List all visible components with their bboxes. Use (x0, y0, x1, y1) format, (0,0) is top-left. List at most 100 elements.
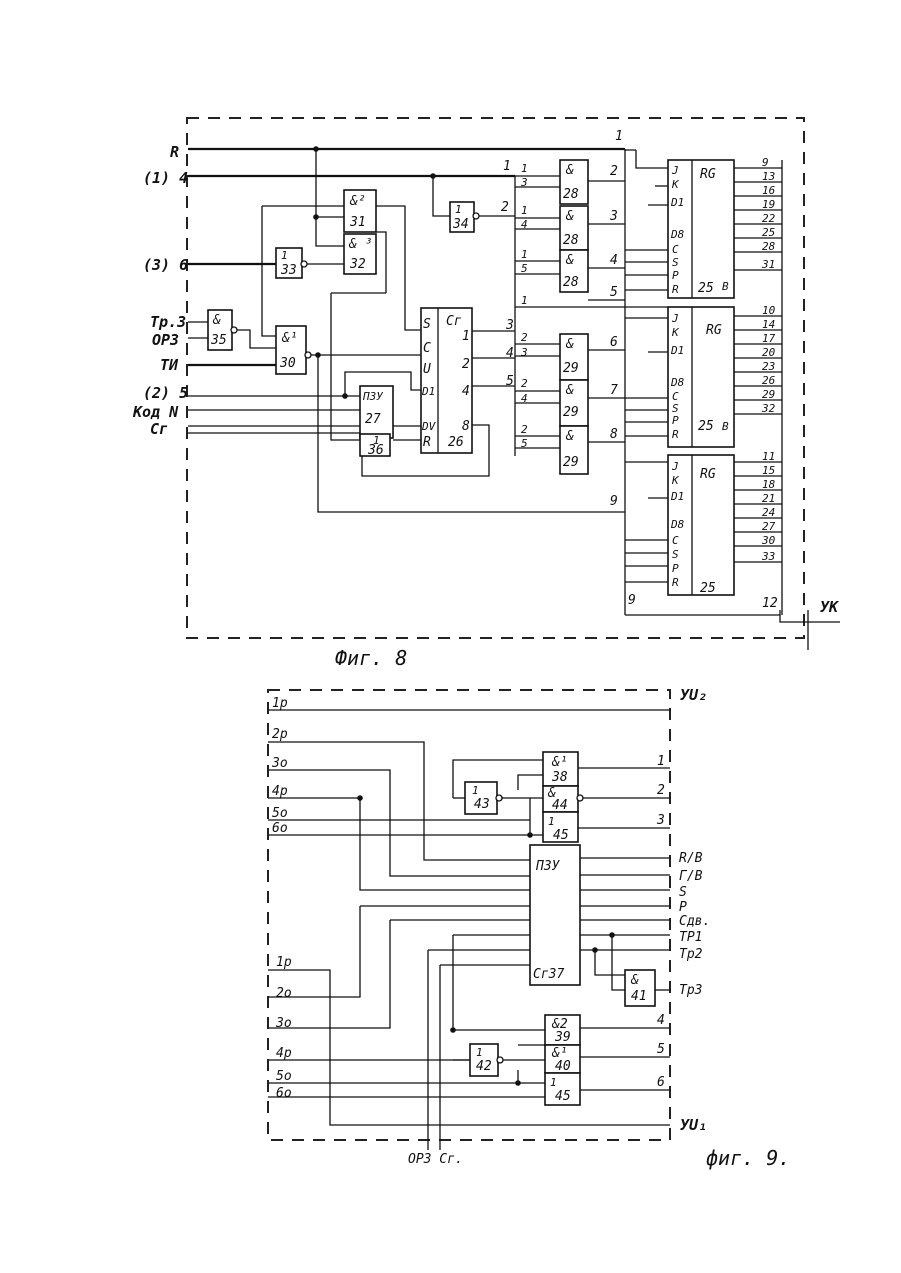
svg-text:3: 3 (656, 813, 665, 828)
svg-text:14: 14 (762, 318, 775, 331)
svg-text:3: 3 (520, 176, 528, 189)
svg-text:RG: RG (700, 167, 716, 182)
svg-text:& ³: & ³ (348, 237, 372, 252)
svg-text:8: 8 (610, 427, 618, 442)
svg-text:J: J (671, 164, 679, 177)
svg-text:B: B (722, 420, 729, 433)
fig8-caption: Фиг. 8 (335, 646, 407, 670)
svg-text:1: 1 (281, 249, 288, 262)
svg-text:&: & (565, 383, 574, 398)
svg-text:40: 40 (555, 1059, 571, 1074)
svg-text:2: 2 (521, 377, 528, 390)
svg-text:32: 32 (349, 257, 366, 272)
register-25-top: RG 25 J K D1 D8 C S P R B (668, 160, 734, 298)
svg-text:31: 31 (349, 215, 366, 230)
svg-text:Тр2: Тр2 (679, 947, 703, 962)
svg-text:1: 1 (455, 203, 462, 216)
input-label-6: (3) 6 (143, 256, 188, 274)
svg-text:15: 15 (762, 464, 775, 477)
svg-text:5: 5 (521, 262, 528, 275)
svg-text:5: 5 (657, 1042, 665, 1057)
block-39-and: &2 39 (545, 1015, 580, 1045)
svg-text:S: S (672, 548, 679, 561)
svg-text:29: 29 (563, 455, 579, 470)
svg-text:D1: D1 (670, 196, 684, 209)
svg-text:12: 12 (762, 596, 778, 611)
svg-text:2: 2 (521, 331, 528, 344)
svg-text:23: 23 (762, 360, 775, 373)
svg-text:5о: 5о (272, 806, 288, 821)
svg-text:4: 4 (462, 384, 470, 399)
svg-text:28: 28 (563, 233, 579, 248)
svg-text:Г/В: Г/В (679, 869, 703, 884)
svg-text:3о: 3о (271, 756, 288, 771)
svg-text:B: B (722, 280, 729, 293)
svg-text:21: 21 (762, 492, 775, 505)
svg-text:30: 30 (761, 534, 776, 547)
fig9-caption: фиг. 9. (706, 1146, 790, 1170)
svg-text:4: 4 (610, 253, 618, 268)
svg-text:P: P (672, 269, 679, 282)
svg-text:13: 13 (762, 170, 775, 183)
block-26-counter: S C U D1 DV R Сг 1 2 4 8 26 (421, 308, 472, 453)
svg-text:5: 5 (506, 374, 514, 389)
fig9-left-labels-top: 1р 2р 3о 4р 5о 6о (271, 696, 288, 836)
svg-text:31: 31 (761, 258, 775, 271)
svg-text:4р: 4р (276, 1046, 292, 1061)
input-label-tr3: Тр.3 (150, 313, 186, 331)
svg-text:2: 2 (462, 357, 470, 372)
block-34-inverter: 1 34 (450, 202, 479, 232)
svg-text:C: C (672, 243, 679, 256)
input-label-or3: ОР3 (152, 331, 179, 349)
svg-text:1: 1 (472, 784, 479, 797)
block-38-and: &¹ 38 (543, 752, 578, 786)
svg-text:43: 43 (474, 797, 490, 812)
svg-text:Сг37: Сг37 (533, 967, 564, 982)
svg-text:R: R (672, 428, 679, 441)
fig9-right-outputs: 1 2 3 R/B Г/В S Р Сдв. ТР1 Тр2 Тр3 4 5 6 (656, 754, 710, 1090)
svg-text:Сдв.: Сдв. (679, 914, 710, 929)
svg-text:5: 5 (610, 285, 618, 300)
svg-text:2: 2 (501, 200, 509, 215)
svg-text:&: & (565, 429, 574, 444)
block-32-and: & ³ 32 (344, 234, 376, 274)
svg-text:&: & (212, 313, 221, 328)
svg-text:24: 24 (762, 506, 775, 519)
block-37-rom-counter: ПЗУ Сг37 (530, 845, 580, 985)
svg-text:2р: 2р (272, 727, 288, 742)
svg-text:J: J (671, 460, 679, 473)
svg-text:9: 9 (610, 494, 618, 509)
svg-text:20: 20 (762, 346, 776, 359)
svg-text:1: 1 (521, 294, 528, 307)
svg-text:C: C (423, 341, 431, 356)
svg-text:1р: 1р (276, 955, 292, 970)
svg-text:19: 19 (762, 198, 775, 211)
svg-text:38: 38 (551, 770, 568, 785)
svg-text:6о: 6о (276, 1086, 292, 1101)
svg-text:&: & (565, 253, 574, 268)
svg-text:33: 33 (761, 550, 775, 563)
svg-text:&: & (565, 337, 574, 352)
block-29-and-1: & 29 (560, 334, 588, 380)
svg-text:34: 34 (452, 217, 469, 232)
svg-text:Сг: Сг (446, 314, 462, 329)
svg-text:1: 1 (521, 162, 528, 175)
block-41-and: & 41 (625, 970, 655, 1006)
block-28-and-1: & 28 (560, 160, 588, 204)
svg-text:D1: D1 (670, 490, 684, 503)
svg-text:28: 28 (563, 275, 579, 290)
register-outputs: 9 13 16 19 22 25 28 31 10 14 17 20 23 26… (734, 156, 782, 615)
block-40-and: &¹ 40 (545, 1045, 580, 1074)
input-label-5: (2) 5 (143, 384, 188, 402)
svg-text:D8: D8 (670, 376, 685, 389)
svg-text:1: 1 (462, 329, 470, 344)
block-35-and: & 35 (208, 310, 237, 350)
svg-text:2: 2 (610, 164, 618, 179)
svg-text:ПЗУ: ПЗУ (535, 859, 561, 874)
svg-text:30: 30 (279, 356, 296, 371)
svg-text:27: 27 (762, 520, 776, 533)
fig9-bottom-inputs: ОР3 Сг. (408, 1152, 463, 1167)
block-30-and: &¹ 30 (276, 326, 311, 374)
svg-text:36: 36 (367, 443, 384, 458)
svg-text:3: 3 (505, 318, 514, 333)
